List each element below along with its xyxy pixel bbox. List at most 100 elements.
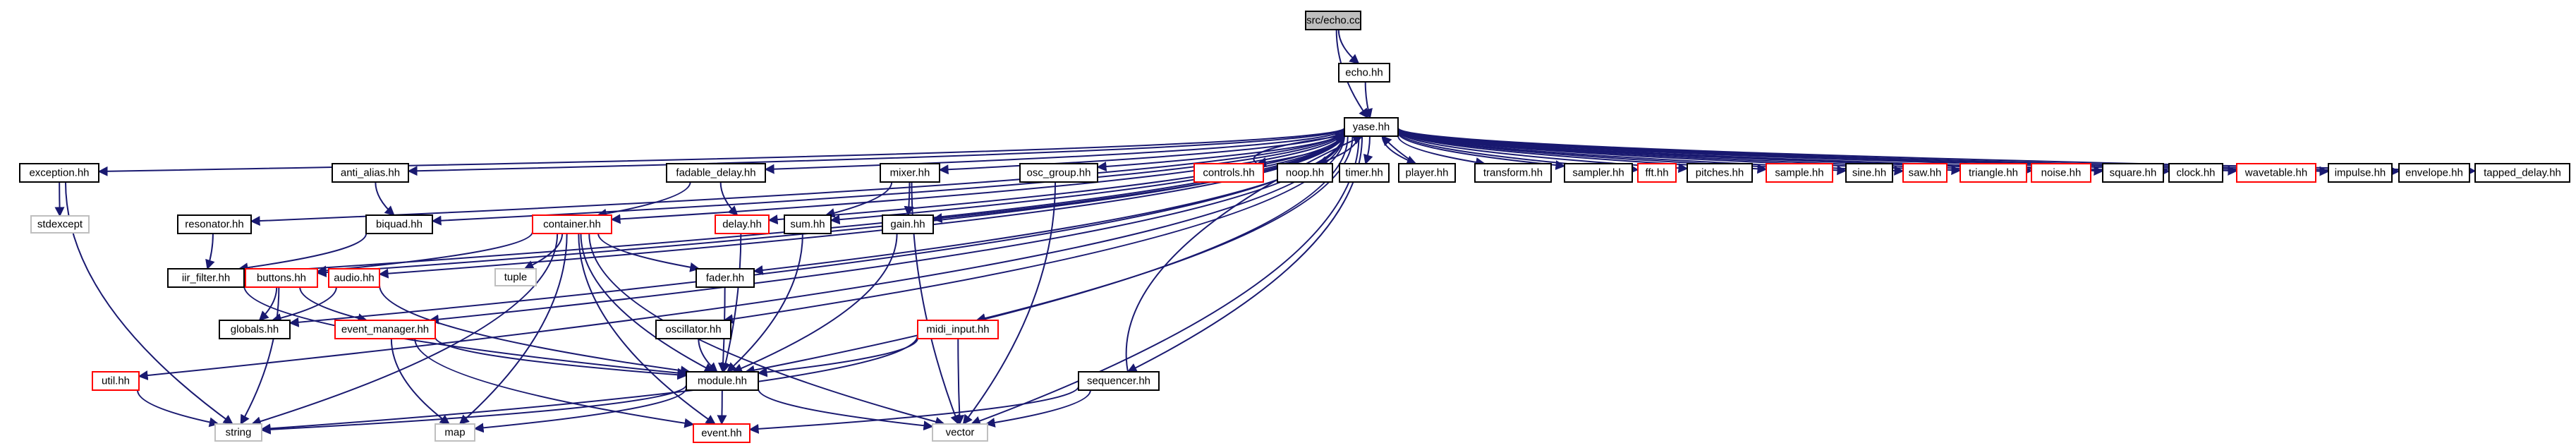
node-stdexcept: stdexcept — [30, 215, 90, 234]
node-delay-hh[interactable]: delay.hh — [715, 214, 770, 234]
node-sum-hh[interactable]: sum.hh — [784, 214, 832, 234]
edge-container_hh-to-fader_hh — [597, 233, 700, 272]
node-oscillator-hh[interactable]: oscillator.hh — [655, 320, 731, 339]
node-label: transform.hh — [1483, 167, 1543, 179]
node-envelope-hh[interactable]: envelope.hh — [2398, 163, 2470, 183]
node-label: timer.hh — [1345, 167, 1383, 179]
edge-audio_hh-to-module_hh — [379, 285, 691, 376]
node-sampler-hh[interactable]: sampler.hh — [1564, 163, 1633, 183]
node-midi-input-hh[interactable]: midi_input.hh — [917, 320, 999, 339]
edge-delay_hh-to-module_hh — [720, 233, 742, 373]
node-label: player.hh — [1406, 167, 1449, 179]
edge-yase_hh-to-container_hh — [610, 130, 1345, 224]
node-label: tuple — [504, 272, 528, 284]
node-globals-hh[interactable]: globals.hh — [219, 320, 291, 339]
edge-container_hh-to-map — [458, 233, 568, 425]
node-label: midi_input.hh — [926, 324, 989, 336]
node-pitches-hh[interactable]: pitches.hh — [1687, 163, 1753, 183]
node-fft-hh[interactable]: fft.hh — [1637, 163, 1677, 183]
node-osc-group-hh[interactable]: osc_group.hh — [1019, 163, 1098, 183]
node-util-hh[interactable]: util.hh — [92, 371, 140, 391]
node-noop-hh[interactable]: noop.hh — [1277, 163, 1333, 183]
node-fader-hh[interactable]: fader.hh — [695, 268, 755, 288]
node-label: sine.hh — [1852, 167, 1886, 179]
node-anti-alias-hh[interactable]: anti_alias.hh — [332, 163, 409, 183]
node-box — [2328, 163, 2393, 183]
node-box — [365, 214, 433, 234]
node-box — [1637, 163, 1677, 183]
node-box — [328, 268, 380, 288]
edge-buttons_hh-to-string — [240, 286, 280, 425]
node-audio-hh[interactable]: audio.hh — [328, 268, 380, 288]
node-iir-filter-hh[interactable]: iir_filter.hh — [167, 268, 245, 288]
node-module-hh[interactable]: module.hh — [686, 371, 759, 391]
node-impulse-hh[interactable]: impulse.hh — [2328, 163, 2393, 183]
node-player-hh[interactable]: player.hh — [1398, 163, 1456, 183]
edge-resonator_hh-to-iir_filter_hh — [205, 233, 215, 270]
node-box — [693, 423, 751, 443]
edge-controls_hh-to-yase_hh — [1253, 131, 1346, 164]
node-label: util.hh — [102, 375, 130, 387]
node-gain-hh[interactable]: gain.hh — [882, 214, 934, 234]
node-clock-hh[interactable]: clock.hh — [2168, 163, 2223, 183]
node-label: wavetable.hh — [2244, 167, 2307, 179]
node-timer-hh[interactable]: timer.hh — [1339, 163, 1390, 183]
node-label: src/echo.cc — [1306, 15, 1360, 27]
node-box — [1564, 163, 1633, 183]
node-box — [2168, 163, 2223, 183]
node-label: tapped_delay.hh — [2484, 167, 2561, 179]
edge-util_hh-to-string — [136, 389, 219, 428]
node-exception-hh[interactable]: exception.hh — [19, 163, 99, 183]
node-event-hh[interactable]: event.hh — [693, 423, 751, 443]
edge-container_hh-to-module_hh — [580, 233, 715, 373]
node-fadable-delay-hh[interactable]: fadable_delay.hh — [666, 163, 766, 183]
edge-player_hh-to-yase_hh — [1381, 135, 1416, 164]
node-box — [214, 423, 262, 442]
node-box — [1019, 163, 1098, 183]
node-noise-hh[interactable]: noise.hh — [2031, 163, 2091, 183]
edge-container_hh-to-tuple — [523, 233, 564, 270]
node-tuple: tuple — [494, 268, 537, 286]
node-label: audio.hh — [334, 272, 375, 284]
node-echo-cc[interactable]: src/echo.cc — [1305, 11, 1361, 30]
node-label: map — [444, 427, 465, 439]
node-wavetable-hh[interactable]: wavetable.hh — [2236, 163, 2316, 183]
node-echo-hh[interactable]: echo.hh — [1338, 63, 1390, 83]
node-label: square.hh — [2110, 167, 2157, 179]
node-yase-hh[interactable]: yase.hh — [1344, 117, 1399, 137]
node-saw-hh[interactable]: saw.hh — [1902, 163, 1948, 183]
node-buttons-hh[interactable]: buttons.hh — [245, 268, 318, 288]
node-controls-hh[interactable]: controls.hh — [1193, 163, 1264, 183]
node-label: pitches.hh — [1696, 167, 1744, 179]
node-box — [435, 423, 475, 442]
node-box — [92, 371, 140, 391]
edge-module_hh-to-map — [473, 387, 687, 433]
node-box — [1277, 163, 1333, 183]
node-box — [532, 214, 612, 234]
node-sine-hh[interactable]: sine.hh — [1845, 163, 1893, 183]
node-transform-hh[interactable]: transform.hh — [1474, 163, 1552, 183]
node-label: string — [226, 427, 252, 439]
node-sequencer-hh[interactable]: sequencer.hh — [1078, 371, 1160, 391]
node-label: stdexcept — [37, 219, 83, 231]
node-sample-hh[interactable]: sample.hh — [1766, 163, 1833, 183]
node-tapped-delay-hh[interactable]: tapped_delay.hh — [2474, 163, 2570, 183]
node-triangle-hh[interactable]: triangle.hh — [1960, 163, 2027, 183]
node-square-hh[interactable]: square.hh — [2102, 163, 2164, 183]
node-label: globals.hh — [231, 324, 279, 336]
node-container-hh[interactable]: container.hh — [532, 214, 612, 234]
node-mixer-hh[interactable]: mixer.hh — [880, 163, 940, 183]
node-label: sample.hh — [1775, 167, 1823, 179]
node-resonator-hh[interactable]: resonator.hh — [177, 214, 252, 234]
edge-sequencer_hh-to-vector — [985, 389, 1091, 428]
edge-buttons_hh-to-event_manager_hh — [299, 286, 368, 323]
node-biquad-hh[interactable]: biquad.hh — [365, 214, 433, 234]
node-label: container.hh — [543, 219, 601, 231]
node-event-manager-hh[interactable]: event_manager.hh — [334, 320, 436, 339]
edge-yase_hh-to-module_hh — [744, 135, 1349, 375]
node-box — [784, 214, 832, 234]
node-label: envelope.hh — [2405, 167, 2463, 179]
edge-exception_hh-to-string — [64, 181, 233, 425]
node-label: impulse.hh — [2335, 167, 2386, 179]
